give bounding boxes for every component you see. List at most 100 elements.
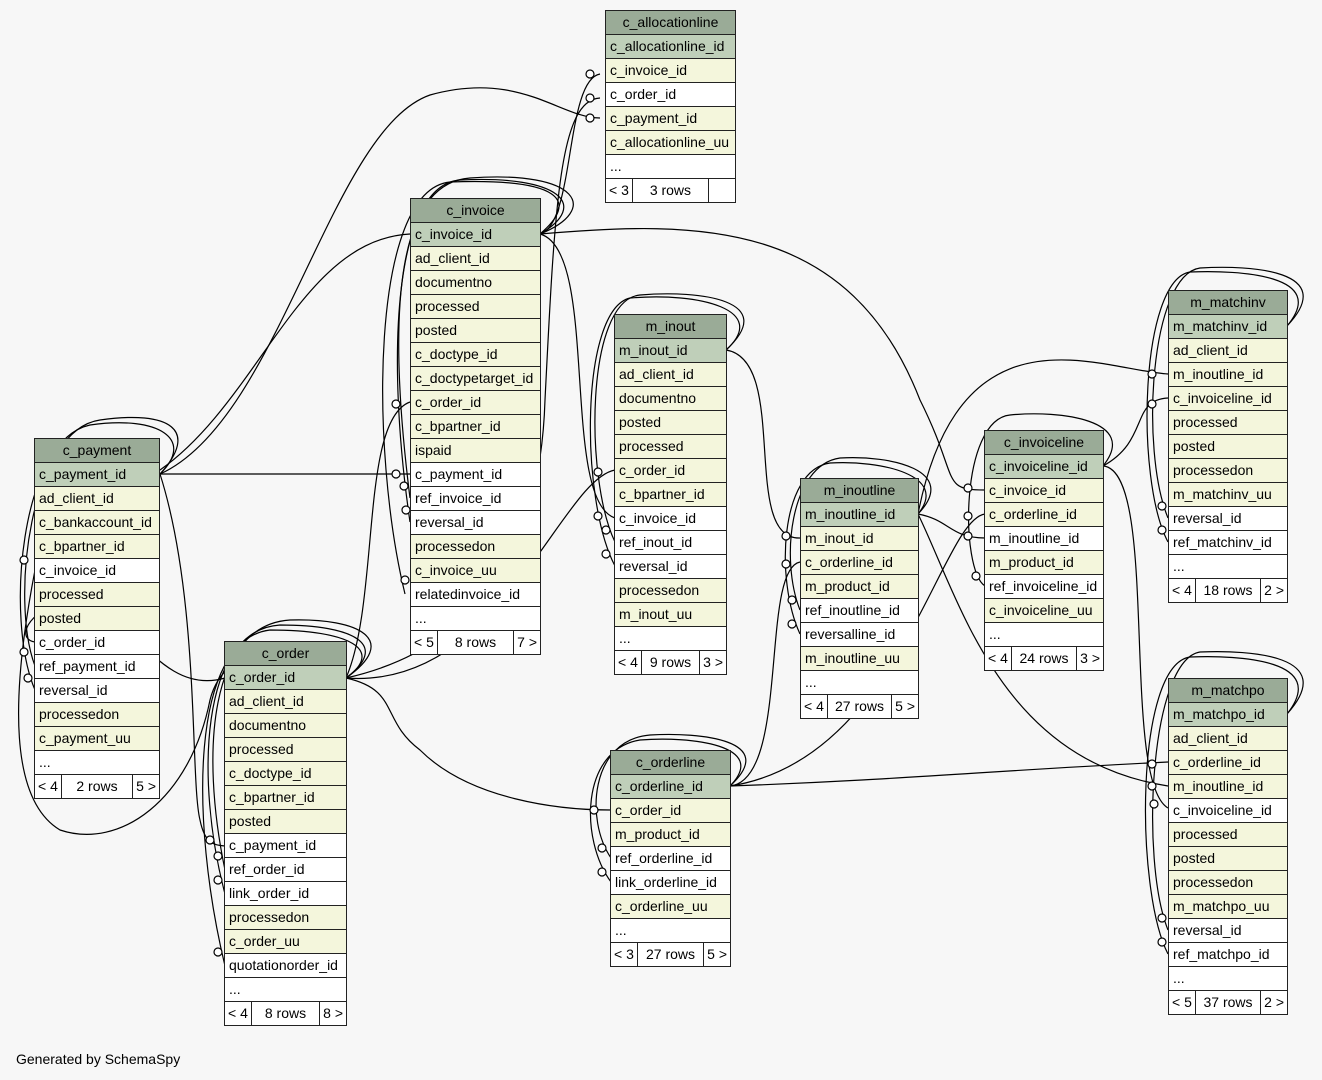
column-row[interactable]: processed xyxy=(1169,823,1287,847)
column-row[interactable]: relatedinvoice_id xyxy=(411,583,540,607)
table-header[interactable]: m_inoutline xyxy=(801,479,918,503)
column-row[interactable]: reversalline_id xyxy=(801,623,918,647)
column-row[interactable]: c_order_id xyxy=(611,799,730,823)
column-row[interactable]: m_product_id xyxy=(611,823,730,847)
nav-prev-label[interactable]: < 3 xyxy=(606,179,633,202)
column-row[interactable]: c_invoice_id xyxy=(985,479,1103,503)
column-row[interactable]: processedon xyxy=(1169,871,1287,895)
nav-prev-label[interactable]: < 4 xyxy=(801,695,828,718)
column-row[interactable]: ref_inout_id xyxy=(615,531,726,555)
column-row[interactable]: c_payment_uu xyxy=(35,727,159,751)
column-row[interactable]: posted xyxy=(1169,847,1287,871)
table-header[interactable]: m_matchinv xyxy=(1169,291,1287,315)
column-row[interactable]: m_inoutline_id xyxy=(1169,775,1287,799)
nav-prev-label[interactable]: < 3 xyxy=(611,943,638,966)
column-row[interactable]: m_inout_uu xyxy=(615,603,726,627)
column-row[interactable]: ad_client_id xyxy=(1169,339,1287,363)
column-row[interactable]: ad_client_id xyxy=(1169,727,1287,751)
column-row[interactable]: c_invoice_id xyxy=(35,559,159,583)
column-row[interactable]: posted xyxy=(1169,435,1287,459)
column-row[interactable]: ... xyxy=(985,623,1103,647)
column-row[interactable]: documentno xyxy=(225,714,346,738)
column-row[interactable]: c_allocationline_id xyxy=(606,35,735,59)
table-header[interactable]: c_allocationline xyxy=(606,11,735,35)
column-row[interactable]: c_bpartner_id xyxy=(615,483,726,507)
column-row[interactable]: quotationorder_id xyxy=(225,954,346,978)
column-row[interactable]: m_matchinv_uu xyxy=(1169,483,1287,507)
column-row[interactable]: c_orderline_id xyxy=(1169,751,1287,775)
column-row[interactable]: posted xyxy=(615,411,726,435)
nav-next-label[interactable]: 2 > xyxy=(1264,582,1284,598)
column-row[interactable]: m_inout_id xyxy=(615,339,726,363)
column-row[interactable]: c_orderline_id xyxy=(801,551,918,575)
column-row[interactable]: ... xyxy=(411,607,540,631)
column-row[interactable]: c_doctypetarget_id xyxy=(411,367,540,391)
table-header[interactable]: m_inout xyxy=(615,315,726,339)
column-row[interactable]: reversal_id xyxy=(35,679,159,703)
column-row[interactable]: ref_invoiceline_id xyxy=(985,575,1103,599)
column-row[interactable]: m_inoutline_id xyxy=(801,503,918,527)
nav-prev-label[interactable]: < 4 xyxy=(225,1002,252,1025)
column-row[interactable]: m_matchpo_id xyxy=(1169,703,1287,727)
column-row[interactable]: c_invoiceline_id xyxy=(1169,387,1287,411)
column-row[interactable]: ref_orderline_id xyxy=(611,847,730,871)
nav-prev-label[interactable]: < 4 xyxy=(1169,579,1196,602)
column-row[interactable]: c_order_id xyxy=(35,631,159,655)
column-row[interactable]: m_matchpo_uu xyxy=(1169,895,1287,919)
column-row[interactable]: ref_matchinv_id xyxy=(1169,531,1287,555)
column-row[interactable]: processed xyxy=(615,435,726,459)
column-row[interactable]: c_invoice_id xyxy=(606,59,735,83)
column-row[interactable]: c_bpartner_id xyxy=(411,415,540,439)
column-row[interactable]: c_orderline_id xyxy=(985,503,1103,527)
nav-prev-label[interactable]: < 5 xyxy=(411,631,438,654)
column-row[interactable]: documentno xyxy=(615,387,726,411)
nav-next-label[interactable]: 5 > xyxy=(707,946,727,962)
column-row[interactable]: m_matchinv_id xyxy=(1169,315,1287,339)
column-row[interactable]: c_invoice_id xyxy=(411,223,540,247)
column-row[interactable]: c_bankaccount_id xyxy=(35,511,159,535)
column-row[interactable]: c_invoiceline_uu xyxy=(985,599,1103,623)
column-row[interactable]: ... xyxy=(801,671,918,695)
column-row[interactable]: m_product_id xyxy=(985,551,1103,575)
column-row[interactable]: c_order_id xyxy=(615,459,726,483)
column-row[interactable]: m_inoutline_id xyxy=(1169,363,1287,387)
nav-prev-label[interactable]: < 4 xyxy=(35,775,62,798)
column-row[interactable]: c_bpartner_id xyxy=(225,786,346,810)
column-row[interactable]: c_order_id xyxy=(606,83,735,107)
column-row[interactable]: ad_client_id xyxy=(411,247,540,271)
column-row[interactable]: ... xyxy=(606,155,735,179)
column-row[interactable]: processed xyxy=(35,583,159,607)
table-header[interactable]: c_invoice xyxy=(411,199,540,223)
column-row[interactable]: reversal_id xyxy=(1169,919,1287,943)
column-row[interactable]: ... xyxy=(35,751,159,775)
column-row[interactable]: posted xyxy=(411,319,540,343)
column-row[interactable]: c_order_id xyxy=(225,666,346,690)
nav-next-label[interactable]: 3 > xyxy=(703,654,723,670)
column-row[interactable]: ispaid xyxy=(411,439,540,463)
nav-prev-label[interactable]: < 4 xyxy=(615,651,642,674)
column-row[interactable]: posted xyxy=(35,607,159,631)
column-row[interactable]: c_invoice_id xyxy=(615,507,726,531)
table-header[interactable]: c_orderline xyxy=(611,751,730,775)
column-row[interactable]: ... xyxy=(1169,555,1287,579)
column-row[interactable]: link_order_id xyxy=(225,882,346,906)
table-header[interactable]: c_order xyxy=(225,642,346,666)
column-row[interactable]: c_payment_id xyxy=(606,107,735,131)
column-row[interactable]: c_doctype_id xyxy=(411,343,540,367)
column-row[interactable]: ref_payment_id xyxy=(35,655,159,679)
nav-next-label[interactable]: 3 > xyxy=(1080,650,1100,666)
column-row[interactable]: processedon xyxy=(1169,459,1287,483)
column-row[interactable]: processed xyxy=(225,738,346,762)
nav-next-label[interactable]: 7 > xyxy=(517,634,537,650)
column-row[interactable]: ... xyxy=(615,627,726,651)
column-row[interactable]: ref_matchpo_id xyxy=(1169,943,1287,967)
nav-next-label[interactable] xyxy=(709,179,735,202)
nav-next-label[interactable]: 8 > xyxy=(323,1005,343,1021)
column-row[interactable]: reversal_id xyxy=(411,511,540,535)
column-row[interactable]: c_invoiceline_id xyxy=(1169,799,1287,823)
